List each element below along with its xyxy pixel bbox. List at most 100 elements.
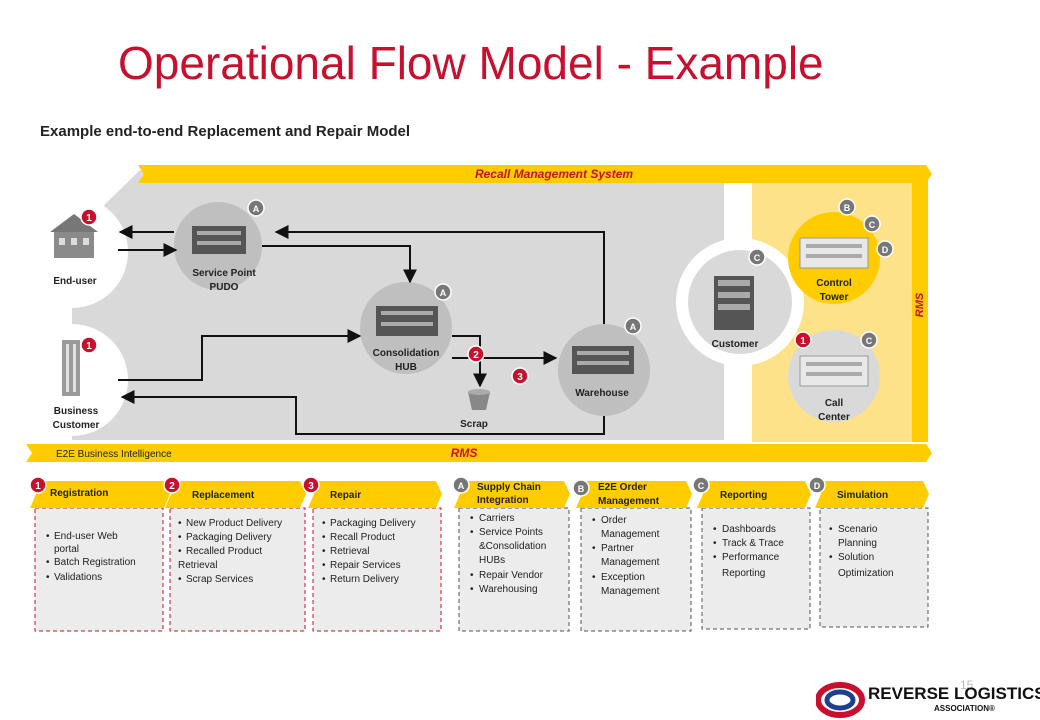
badge-flow-3: 3 xyxy=(511,367,529,385)
svg-text:3: 3 xyxy=(308,481,314,492)
call-center-label-1: Call xyxy=(825,398,844,409)
svg-text:3: 3 xyxy=(517,372,523,383)
recall-banner-label: Recall Management System xyxy=(475,167,633,181)
svg-text:•: • xyxy=(322,546,326,557)
svg-text:•: • xyxy=(178,574,182,585)
box-supply-chain: A Supply Chain Integration •Carriers •Se… xyxy=(452,476,570,632)
svg-text:•: • xyxy=(713,538,717,549)
svg-text:HUBs: HUBs xyxy=(479,555,505,566)
svg-text:•: • xyxy=(322,560,326,571)
box-repair: 3 Repair •Packaging Delivery •Recall Pro… xyxy=(302,476,442,632)
badge-consolidation: A xyxy=(434,283,452,301)
svg-text:Scenario: Scenario xyxy=(838,524,878,535)
bi-banner-label: E2E Business Intelligence xyxy=(56,449,172,460)
svg-text:E2E Order: E2E Order xyxy=(598,482,647,493)
svg-text:Order: Order xyxy=(601,515,627,526)
svg-text:B: B xyxy=(844,203,851,213)
service-point-building-icon xyxy=(192,226,246,254)
svg-text:Reporting: Reporting xyxy=(722,568,765,579)
svg-text:Management: Management xyxy=(601,529,660,540)
svg-text:•: • xyxy=(470,527,474,538)
svg-text:Retrieval: Retrieval xyxy=(330,546,369,557)
svg-text:A: A xyxy=(458,481,465,491)
svg-text:•: • xyxy=(178,518,182,529)
page-title: Operational Flow Model - Example xyxy=(118,37,824,89)
svg-text:1: 1 xyxy=(86,213,92,224)
svg-text:2: 2 xyxy=(169,481,175,492)
svg-text:•: • xyxy=(178,546,182,557)
svg-text:Supply Chain: Supply Chain xyxy=(477,482,541,493)
svg-text:Simulation: Simulation xyxy=(837,490,888,501)
badge-end-user: 1 xyxy=(80,208,98,226)
service-point-label-2: PUDO xyxy=(210,282,239,293)
svg-text:•: • xyxy=(46,531,50,542)
svg-text:Management: Management xyxy=(601,557,660,568)
page-subtitle: Example end-to-end Replacement and Repai… xyxy=(40,123,411,140)
box-replacement: 2 Replacement • New Product Delivery • Pac… xyxy=(163,476,306,632)
svg-text:Replacement: Replacement xyxy=(192,490,255,501)
svg-text:Reporting: Reporting xyxy=(720,490,767,501)
consolidation-label-2: HUB xyxy=(395,362,417,373)
svg-text:•: • xyxy=(322,518,326,529)
svg-text:Packaging Delivery: Packaging Delivery xyxy=(186,532,272,543)
svg-text:A: A xyxy=(440,288,447,298)
badge-customer: C xyxy=(748,248,766,266)
svg-text:Carriers: Carriers xyxy=(479,513,515,524)
control-tower-label-1: Control xyxy=(816,278,852,289)
svg-text:•: • xyxy=(322,574,326,585)
svg-text:•: • xyxy=(46,572,50,583)
flow-arrow xyxy=(118,329,362,381)
warehouse-building-icon xyxy=(572,346,634,374)
badge-business-customer: 1 xyxy=(80,336,98,354)
scrap-label: Scrap xyxy=(460,419,488,430)
service-point-label-1: Service Point xyxy=(192,268,256,279)
consolidation-label-1: Consolidation xyxy=(373,348,440,359)
skyscraper-icon xyxy=(62,340,80,396)
flow-arrow xyxy=(262,245,417,284)
svg-text:2: 2 xyxy=(473,350,479,361)
svg-text:•: • xyxy=(470,584,474,595)
business-customer-label-2: Customer xyxy=(53,420,100,431)
rms-side-label: RMS xyxy=(914,292,926,317)
svg-text:•: • xyxy=(713,524,717,535)
svg-text:•: • xyxy=(470,513,474,524)
end-user-label: End-user xyxy=(53,276,96,287)
badge-call-center-1: 1 xyxy=(794,331,812,349)
badge-service-point: A xyxy=(247,199,265,217)
call-center-building-icon xyxy=(799,355,869,387)
business-customer-label-1: Business xyxy=(54,406,99,417)
svg-text:Packaging Delivery: Packaging Delivery xyxy=(330,518,416,529)
logo-swirl-icon xyxy=(816,682,865,718)
svg-text:D: D xyxy=(882,245,889,255)
bi-banner xyxy=(26,444,932,462)
svg-text:&Consolidation: &Consolidation xyxy=(479,541,546,552)
svg-text:Integration: Integration xyxy=(477,495,529,506)
house-icon xyxy=(50,214,98,258)
control-tower-label-2: Tower xyxy=(820,292,849,303)
consolidation-building-icon xyxy=(376,306,438,336)
svg-text:Optimization: Optimization xyxy=(838,568,894,579)
svg-text:New Product Delivery: New Product Delivery xyxy=(186,518,282,529)
warehouse-label: Warehouse xyxy=(575,388,629,399)
control-tower-building-icon xyxy=(799,237,869,269)
flow-arrow xyxy=(452,335,487,388)
customer-label: Customer xyxy=(712,339,759,350)
badge-call-center-c: C xyxy=(860,331,878,349)
svg-text:portal: portal xyxy=(54,544,79,555)
flow-arrow xyxy=(120,390,605,435)
box-order-management: B E2E Order Management •Order Management… xyxy=(572,479,692,632)
badge-control-tower-d: D xyxy=(876,240,894,258)
svg-text:A: A xyxy=(630,322,637,332)
svg-text:Performance: Performance xyxy=(722,552,780,563)
svg-text:Management: Management xyxy=(598,496,660,507)
svg-text:B: B xyxy=(578,484,585,494)
svg-text:Scrap Services: Scrap Services xyxy=(186,574,253,585)
svg-text:•: • xyxy=(178,532,182,543)
svg-text:End-user Web: End-user Web xyxy=(54,531,118,542)
svg-text:Partner: Partner xyxy=(601,543,634,554)
svg-text:•: • xyxy=(829,552,833,563)
badge-scrap: 2 xyxy=(467,345,485,363)
svg-text:Recalled Product: Recalled Product xyxy=(186,546,262,557)
svg-text:1: 1 xyxy=(800,336,806,347)
svg-text:Management: Management xyxy=(601,586,660,597)
